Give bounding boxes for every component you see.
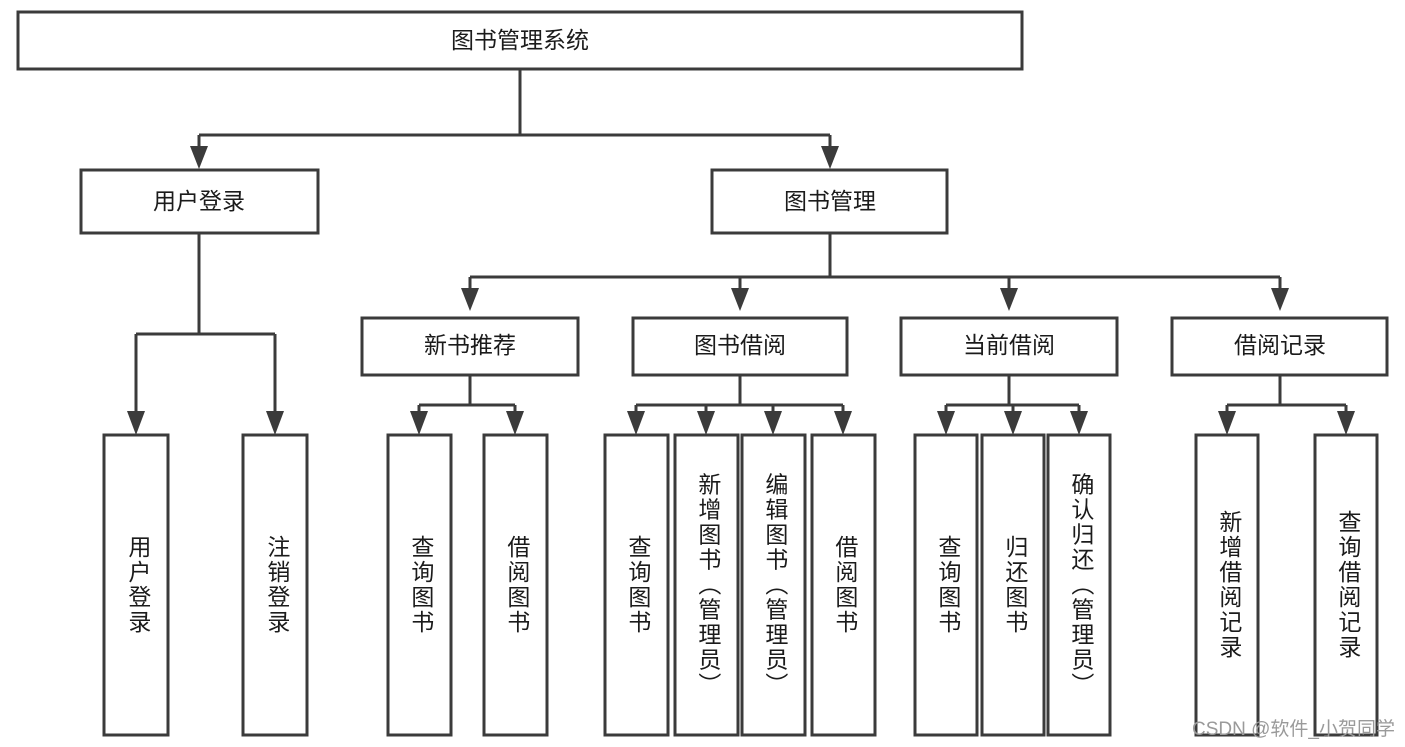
node-label-new-book-recommend: 新书推荐 bbox=[424, 332, 516, 358]
connector-currentborrow-to-leaves bbox=[937, 375, 1088, 435]
leaf-label-user-login: 用户登录 bbox=[125, 535, 152, 635]
leaf-node-confirm-return[interactable]: 确认归还（管理员） bbox=[1046, 433, 1112, 737]
arrow-head-icon bbox=[410, 411, 428, 435]
arrow-head-icon bbox=[937, 411, 955, 435]
node-root-system[interactable]: 图书管理系统 bbox=[16, 10, 1024, 71]
leaf-node-borrow-edit[interactable]: 编辑图书（管理员） bbox=[740, 433, 807, 737]
arrow-head-icon bbox=[127, 411, 145, 435]
connector-root-to-level2 bbox=[190, 69, 839, 169]
node-label-book-management: 图书管理 bbox=[784, 188, 876, 214]
leaf-node-borrow-book[interactable]: 借阅图书 bbox=[810, 433, 877, 737]
node-current-borrow[interactable]: 当前借阅 bbox=[899, 316, 1119, 377]
arrow-head-icon bbox=[1218, 411, 1236, 435]
arrow-head-icon bbox=[834, 411, 852, 435]
arrow-head-icon bbox=[190, 146, 208, 169]
node-book-management[interactable]: 图书管理 bbox=[710, 168, 949, 235]
leaf-label-borrow-query: 查询图书 bbox=[625, 535, 652, 635]
leaf-node-current-query[interactable]: 查询图书 bbox=[913, 433, 979, 737]
node-borrow-record[interactable]: 借阅记录 bbox=[1170, 316, 1389, 377]
node-new-book-recommend[interactable]: 新书推荐 bbox=[360, 316, 580, 377]
arrow-head-icon bbox=[266, 411, 284, 435]
node-book-borrow[interactable]: 图书借阅 bbox=[631, 316, 849, 377]
leaf-label-confirm-return: 确认归还（管理员） bbox=[1068, 473, 1095, 698]
leaf-node-query-record[interactable]: 查询借阅记录 bbox=[1313, 433, 1379, 737]
connector-borrowrecord-to-leaves bbox=[1218, 375, 1355, 435]
arrow-head-icon bbox=[1000, 288, 1018, 311]
leaf-node-newbook-query[interactable]: 查询图书 bbox=[386, 433, 453, 737]
node-label-root: 图书管理系统 bbox=[451, 27, 589, 53]
leaf-node-newbook-borrow[interactable]: 借阅图书 bbox=[482, 433, 549, 737]
arrow-head-icon bbox=[461, 288, 479, 311]
leaf-label-current-query: 查询图书 bbox=[935, 535, 962, 635]
leaf-label-borrow-add: 新增图书（管理员） bbox=[695, 473, 722, 698]
leaf-node-add-record[interactable]: 新增借阅记录 bbox=[1194, 433, 1260, 737]
arrow-head-icon bbox=[1004, 411, 1022, 435]
arrow-head-icon bbox=[627, 411, 645, 435]
leaf-label-borrow-edit: 编辑图书（管理员） bbox=[762, 473, 789, 698]
connector-newbook-to-leaves bbox=[410, 375, 524, 435]
leaf-label-logout: 注销登录 bbox=[264, 535, 291, 635]
arrow-head-icon bbox=[731, 288, 749, 311]
leaf-label-add-record: 新增借阅记录 bbox=[1216, 510, 1243, 660]
leaf-node-return-book[interactable]: 归还图书 bbox=[980, 433, 1046, 737]
connector-bookborrow-to-leaves bbox=[627, 375, 852, 435]
arrow-head-icon bbox=[506, 411, 524, 435]
arrow-head-icon bbox=[1271, 288, 1289, 311]
connector-bookmgmt-to-level3 bbox=[461, 233, 1289, 311]
arrow-head-icon bbox=[764, 411, 782, 435]
leaf-label-newbook-query: 查询图书 bbox=[408, 535, 435, 635]
leaf-label-newbook-borrow: 借阅图书 bbox=[504, 535, 531, 635]
arrow-head-icon bbox=[1337, 411, 1355, 435]
connector-userlogin-to-leaves bbox=[127, 233, 284, 435]
leaf-node-user-login-1[interactable]: 用户登录 bbox=[102, 433, 170, 737]
leaf-label-borrow-book: 借阅图书 bbox=[832, 535, 859, 635]
node-label-borrow-record: 借阅记录 bbox=[1234, 332, 1326, 358]
leaf-label-query-record: 查询借阅记录 bbox=[1335, 510, 1362, 660]
arrow-head-icon bbox=[821, 146, 839, 169]
leaf-label-return-book: 归还图书 bbox=[1002, 535, 1029, 635]
node-user-login[interactable]: 用户登录 bbox=[79, 168, 320, 235]
leaf-node-logout[interactable]: 注销登录 bbox=[241, 433, 309, 737]
leaf-node-borrow-query[interactable]: 查询图书 bbox=[603, 433, 670, 737]
node-label-user-login: 用户登录 bbox=[153, 188, 245, 214]
node-label-book-borrow: 图书借阅 bbox=[694, 332, 786, 358]
arrow-head-icon bbox=[1070, 411, 1088, 435]
node-label-current-borrow: 当前借阅 bbox=[963, 332, 1055, 358]
arrow-head-icon bbox=[697, 411, 715, 435]
leaf-node-borrow-add[interactable]: 新增图书（管理员） bbox=[673, 433, 740, 737]
